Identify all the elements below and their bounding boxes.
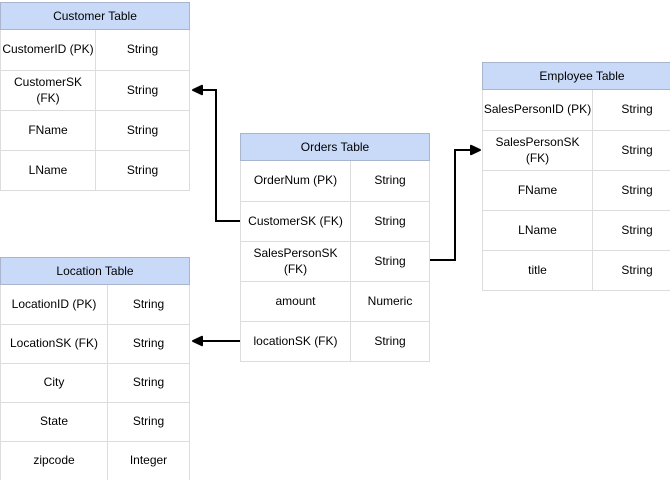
field-name: OrderNum (PK)	[241, 161, 351, 201]
field-type: String	[374, 213, 406, 228]
field-type: String	[621, 262, 653, 277]
table-row: locationSK (FK) String	[241, 321, 429, 361]
field-name: zipcode	[1, 442, 108, 480]
field-type: String	[132, 414, 165, 429]
table-row: CustomerSK (FK) String	[1, 70, 189, 110]
field-name: State	[1, 403, 108, 441]
field-name: amount	[241, 282, 351, 321]
table-row: OrderNum (PK) String	[241, 161, 429, 201]
field-type: String	[621, 102, 653, 117]
field-type: String	[132, 296, 165, 311]
table-row: CustomerID (PK) String	[1, 30, 189, 70]
table-row: CustomerSK (FK) String	[241, 201, 429, 241]
field-type: String	[621, 222, 653, 237]
table-row: LName String	[483, 210, 670, 250]
field-name: SalesPersonSK (FK)	[241, 242, 351, 281]
field-type: String	[126, 122, 159, 137]
table-row: FName String	[1, 110, 189, 150]
arrowhead-to-customer-icon	[192, 84, 203, 96]
field-type: Integer	[129, 453, 168, 468]
field-type: String	[374, 173, 406, 188]
table-row: zipcode Integer	[1, 441, 189, 480]
arrowhead-to-employee-icon	[470, 144, 481, 156]
connector-orders-customer	[202, 89, 240, 222]
field-type: String	[126, 162, 159, 177]
table-row: SalesPersonSK (FK) String	[241, 241, 429, 281]
employee-table-title: Employee Table	[482, 62, 670, 90]
field-type: String	[126, 82, 159, 97]
table-row: FName String	[483, 170, 670, 210]
table-row: City String	[1, 363, 189, 402]
field-name: locationSK (FK)	[241, 322, 351, 361]
field-name: CustomerSK (FK)	[1, 71, 96, 110]
field-name: SalesPersonSK (FK)	[483, 131, 593, 170]
field-name: title	[483, 251, 593, 290]
table-row: title String	[483, 250, 670, 290]
table-row: LName String	[1, 150, 189, 190]
field-type: String	[132, 336, 165, 351]
table-row: SalesPersonSK (FK) String	[483, 130, 670, 170]
field-name: FName	[483, 171, 593, 210]
field-type: Numeric	[367, 293, 413, 308]
field-type: String	[126, 42, 159, 57]
field-name: LName	[483, 211, 593, 250]
field-name: LocationID (PK)	[1, 285, 108, 324]
connector-orders-employee	[430, 149, 470, 261]
customer-table-title: Customer Table	[0, 2, 190, 30]
field-name: City	[1, 364, 108, 402]
orders-table-title: Orders Table	[240, 133, 430, 161]
field-name: LName	[1, 151, 96, 190]
location-table-title: Location Table	[0, 257, 190, 285]
arrowhead-to-location-icon	[192, 335, 203, 347]
field-type: String	[374, 333, 406, 348]
field-type: String	[621, 142, 653, 157]
field-name: CustomerSK (FK)	[241, 202, 351, 241]
table-row: State String	[1, 402, 189, 441]
field-type: String	[132, 375, 165, 390]
table-row: LocationSK (FK) String	[1, 324, 189, 363]
field-type: String	[621, 182, 653, 197]
table-row: LocationID (PK) String	[1, 285, 189, 324]
field-name: SalesPersonID (PK)	[483, 90, 593, 130]
table-row: amount Numeric	[241, 281, 429, 321]
field-name: CustomerID (PK)	[1, 30, 96, 70]
table-row: SalesPersonID (PK) String	[483, 90, 670, 130]
field-name: LocationSK (FK)	[1, 325, 108, 363]
field-name: FName	[1, 111, 96, 150]
field-type: String	[374, 253, 406, 268]
